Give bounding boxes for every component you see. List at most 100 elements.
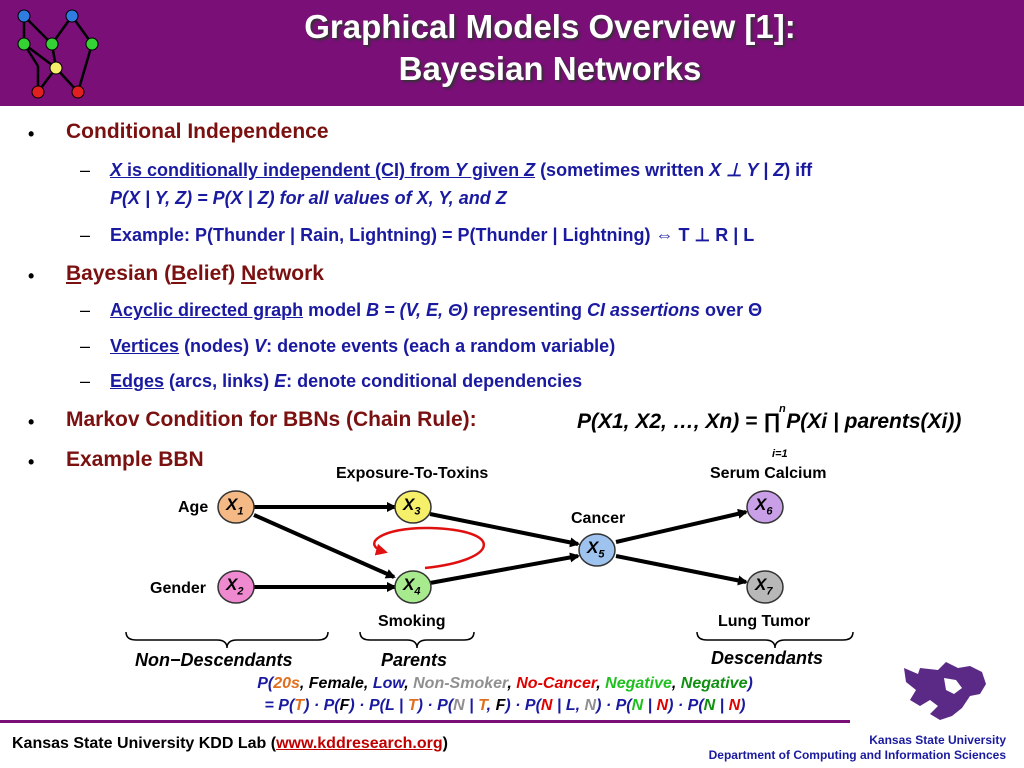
prob-segment: No-Cancer — [516, 675, 597, 692]
var-v: V — [254, 336, 267, 356]
dash: – — [80, 160, 91, 180]
prob-segment: , — [671, 675, 681, 692]
prob-segment: | — [715, 697, 729, 714]
prob-segment: Negative — [680, 675, 748, 692]
footer-suffix: ) — [442, 735, 448, 752]
prob-segment: T — [407, 697, 418, 714]
title-line-2: Bayesian Networks — [398, 50, 702, 87]
title-line-1: Graphical Models Overview [1]: — [304, 8, 796, 45]
var-y: Y — [455, 160, 468, 180]
node-x3-label: X3 — [403, 495, 421, 518]
prob-segment: L — [565, 697, 576, 714]
ci-definition-line-1: X is conditionally independent (CI) from… — [110, 160, 812, 181]
brace-parents — [359, 631, 475, 649]
prob-segment: , — [404, 675, 414, 692]
bullet-example-bbn: Example BBN — [66, 448, 204, 471]
node-x7 — [746, 570, 784, 604]
joint-probability: P(20s, Female, Low, Non-Smoker, No-Cance… — [0, 675, 1010, 693]
letter-n: N — [241, 262, 257, 285]
given-text: given — [467, 160, 525, 180]
title-bar: Graphical Models Overview [1]: Bayesian … — [0, 0, 1024, 106]
prob-segment: ) · P( — [596, 697, 632, 714]
prob-segment: N — [728, 697, 741, 714]
red-curved-arrow — [373, 526, 485, 570]
var-x: X — [110, 160, 123, 180]
prob-segment: , — [507, 675, 517, 692]
sometimes-text: (sometimes written — [535, 160, 710, 180]
vertices-desc: : denote events (each a random variable) — [266, 336, 616, 356]
prob-segment: Negative — [605, 675, 672, 692]
footer-prefix: Kansas State University KDD Lab ( — [12, 735, 277, 752]
node-x1 — [217, 490, 255, 524]
prob-segment: N — [631, 697, 644, 714]
kdd-link[interactable]: www.kddresearch.org — [276, 735, 443, 752]
footer-lab: Kansas State University KDD Lab (www.kdd… — [12, 735, 448, 753]
acyclic-graph-link[interactable]: Acyclic directed graph — [110, 300, 304, 320]
ci-assertions: CI assertions — [587, 300, 701, 320]
edges-link[interactable]: Edges — [110, 371, 165, 391]
dash: – — [80, 371, 91, 391]
prob-segment: ) — [740, 697, 746, 714]
prob-segment: , — [486, 697, 496, 714]
prob-segment: ) · P( — [349, 697, 385, 714]
prob-segment: | — [464, 697, 479, 714]
node-x5-label: X5 — [587, 538, 605, 561]
edges-line: Edges (arcs, links) E: denote conditiona… — [110, 371, 582, 392]
edges-desc: : denote conditional dependencies — [286, 371, 583, 391]
bn-text-b: elief) — [186, 262, 242, 285]
bullet-dot: • — [28, 124, 35, 144]
dash: – — [80, 336, 91, 356]
label-serum-calcium: Serum Calcium — [710, 465, 827, 482]
ci-text: is conditionally independent (CI) from — [122, 160, 456, 180]
prob-segment: L — [384, 697, 395, 714]
var-z: Z — [524, 160, 536, 180]
footer-university: Kansas State University — [869, 733, 1006, 747]
edge-x4-x5 — [429, 552, 580, 585]
node-x5 — [578, 533, 616, 567]
prob-segment: , — [575, 697, 585, 714]
vertices-line: Vertices (nodes) V: denote events (each … — [110, 336, 615, 357]
label-smoking: Smoking — [378, 613, 446, 630]
letter-b2: B — [171, 262, 187, 285]
page-title: Graphical Models Overview [1]: Bayesian … — [150, 6, 950, 90]
chain-rule-formula: P(X1, X2, …, Xn) = ∏ P(Xi | parents(Xi)) — [577, 410, 962, 433]
brace-non-descendants — [125, 631, 329, 649]
bullet-dot: • — [28, 266, 35, 286]
var-e: E — [274, 371, 287, 391]
prob-segment: | — [643, 697, 657, 714]
prob-segment: ) · P( — [505, 697, 541, 714]
node-x4 — [394, 570, 432, 604]
node-x4-label: X4 — [403, 575, 421, 598]
prob-segment: N — [584, 697, 597, 714]
prob-segment: N — [656, 697, 669, 714]
node-x3 — [394, 490, 432, 524]
bullet-markov-condition: Markov Condition for BBNs (Chain Rule): — [66, 408, 477, 431]
dash: – — [80, 225, 91, 245]
prob-segment: , — [596, 675, 606, 692]
label-age: Age — [178, 499, 209, 516]
network-logo-icon — [17, 9, 99, 99]
dash: – — [80, 300, 91, 320]
prob-segment: ) — [747, 675, 753, 692]
prob-segment: T — [294, 697, 305, 714]
node-x6-label: X6 — [755, 495, 773, 518]
nodes-text: (nodes) — [179, 336, 255, 356]
edge-x5-x7 — [615, 554, 748, 586]
prob-segment: F — [339, 697, 350, 714]
bullet-dot: • — [28, 412, 35, 432]
prob-segment: 20s — [273, 675, 300, 692]
node-x6 — [746, 490, 784, 524]
bullet-bayesian-network: Bayesian (Belief) Network — [66, 262, 324, 286]
prob-segment: Low — [372, 675, 405, 692]
prob-segment: N — [703, 697, 716, 714]
ci-definition-line-2: P(X | Y, Z) = P(X | Z) for all values of… — [110, 188, 507, 208]
prob-segment: | — [552, 697, 566, 714]
acyclic-graph-line: Acyclic directed graph model B = (V, E, … — [110, 300, 762, 321]
vertices-link[interactable]: Vertices — [110, 336, 180, 356]
prob-segment: P( — [257, 675, 274, 692]
prob-segment: ) · P( — [668, 697, 704, 714]
label-descendants: Descendants — [711, 648, 824, 668]
footer-department: Kansas State University Department of Co… — [709, 733, 1006, 763]
node-x2-label: X2 — [226, 575, 244, 598]
bullet-conditional-independence: Conditional Independence — [66, 120, 329, 143]
